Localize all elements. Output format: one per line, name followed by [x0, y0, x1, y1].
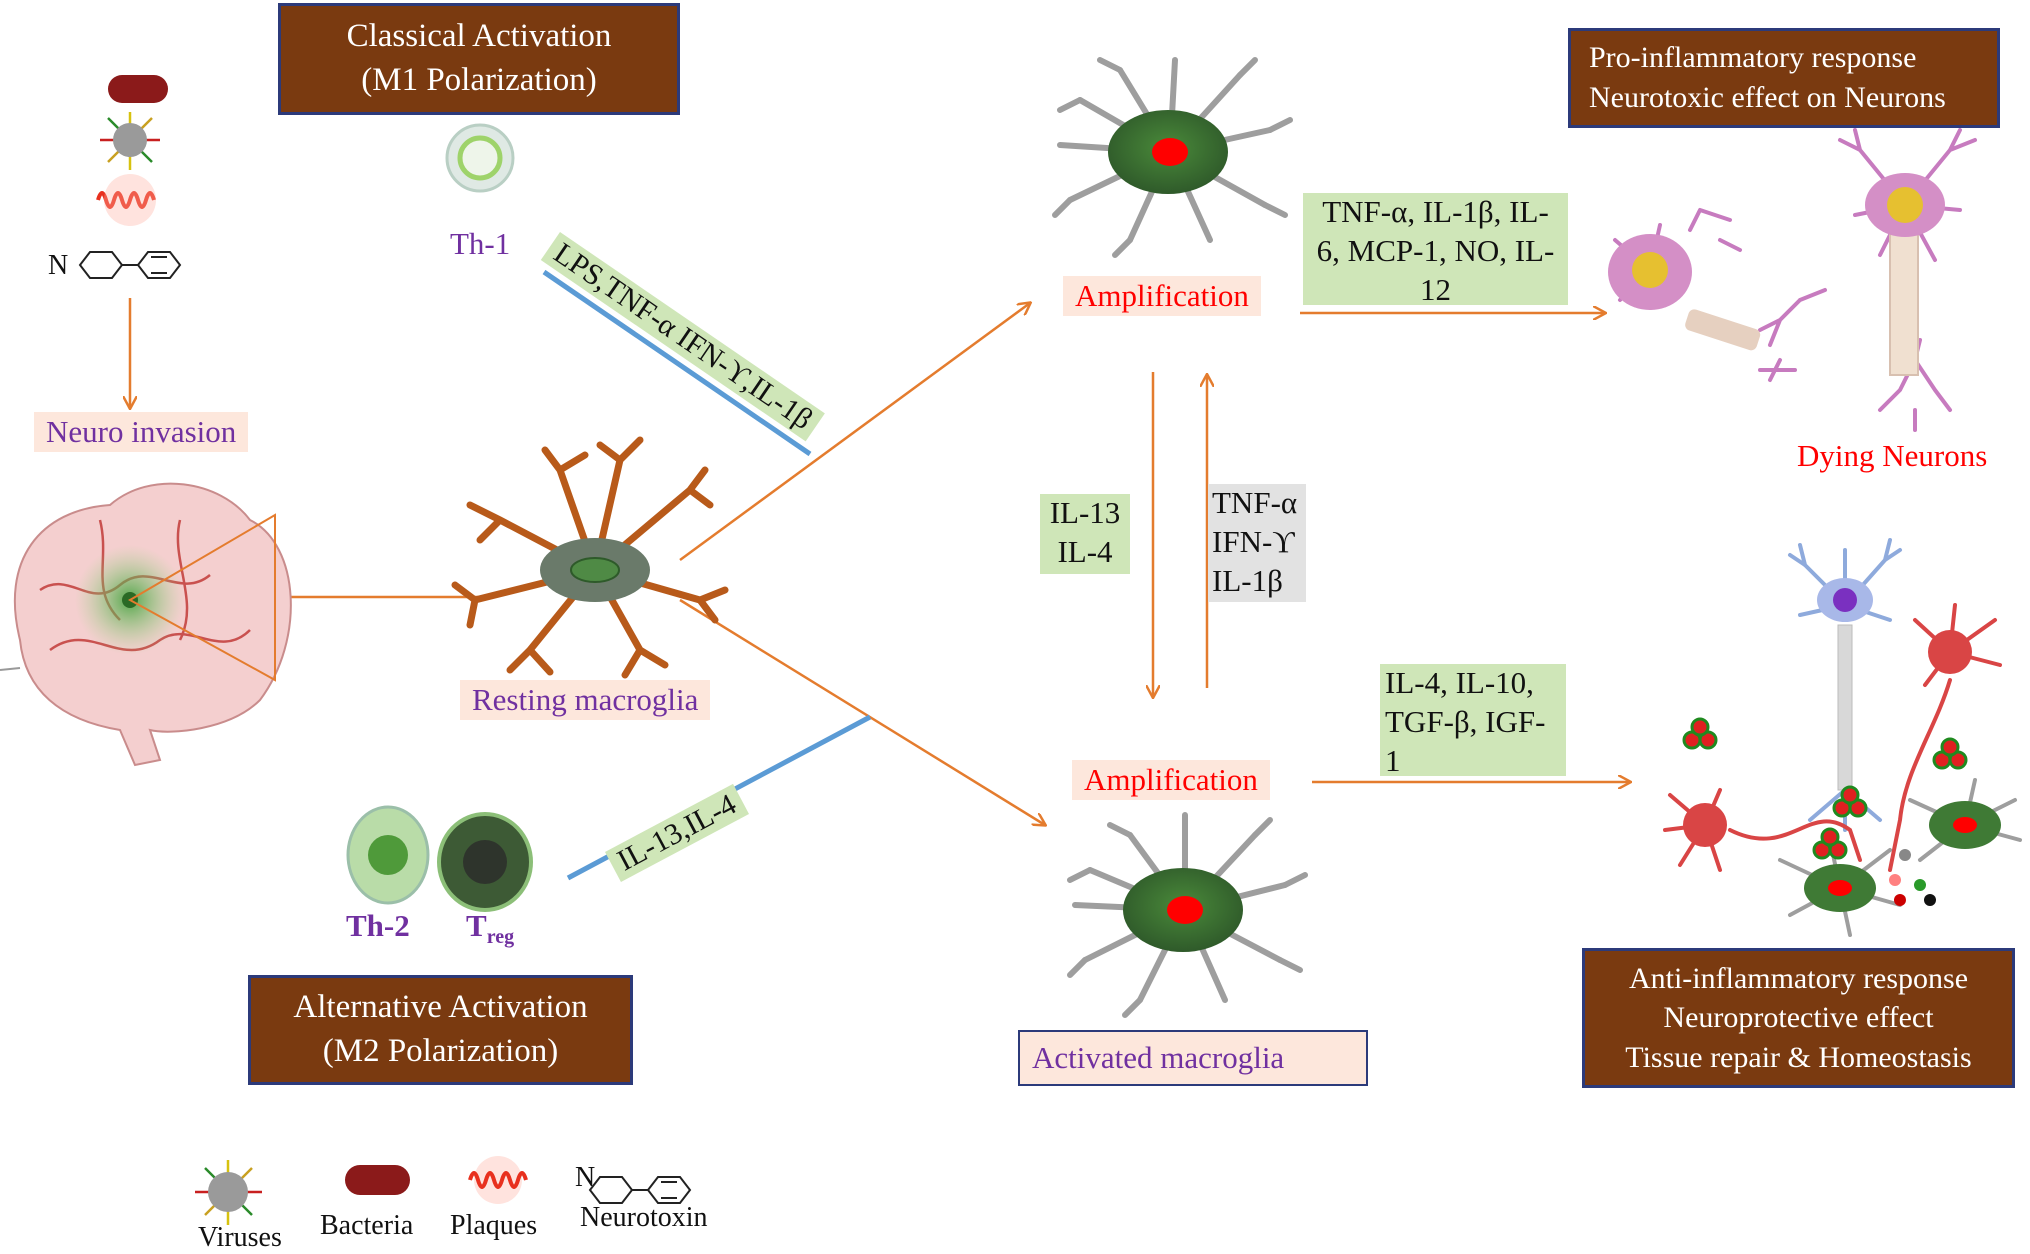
- m2-title-box: Alternative Activation (M2 Polarization): [248, 975, 633, 1085]
- treg-cell-icon: [437, 812, 533, 912]
- th2-label: Th-2: [346, 908, 410, 943]
- arrow-to-m1: [679, 303, 1030, 562]
- down-cytokines-line1: IL-13: [1049, 495, 1121, 530]
- pro-box-line2: Neurotoxic effect on Neurons: [1589, 81, 1946, 114]
- pathogen-stack-icon: [78, 75, 182, 279]
- legend-viruses-label: Viruses: [198, 1222, 282, 1253]
- virus-icon: [100, 112, 160, 170]
- up-cytokines-line1: TNF-α: [1212, 485, 1298, 520]
- legend-bacteria-label: Bacteria: [320, 1210, 414, 1241]
- m2-title-line1: Alternative Activation: [293, 989, 588, 1026]
- m1-stimulus-bar: [542, 269, 812, 457]
- th2-cell-icon: [346, 805, 430, 905]
- m1-cytokines-line3: 12: [1420, 271, 1451, 307]
- anti-inflammatory-box: Anti-inflammatory response Neuroprotecti…: [1582, 948, 2015, 1088]
- resting-macroglia-label: Resting macroglia: [460, 680, 711, 721]
- treg-label-main: T: [466, 908, 487, 943]
- legend-neurotoxin-label: Neurotoxin: [580, 1202, 708, 1233]
- m1-title-line1: Classical Activation: [346, 18, 612, 55]
- amplification-bottom-label: Amplification: [1072, 760, 1270, 801]
- arrow-to-m2: [679, 598, 1045, 825]
- flow-arrows: [130, 298, 1630, 825]
- legend-plaques-label: Plaques: [450, 1210, 538, 1241]
- down-cytokines-line2: IL-4: [1057, 533, 1113, 569]
- dying-neurons-icon: [1608, 128, 1977, 432]
- activated-macroglia-label: Activated macroglia: [1018, 1030, 1368, 1086]
- m2-cytokines-line1: IL-4, IL-10,: [1385, 665, 1534, 700]
- anti-box-line2: Neuroprotective effect: [1663, 1001, 1934, 1035]
- m1-cytokines-label: TNF-α, IL-1β, IL- 6, MCP-1, NO, IL- 12: [1303, 193, 1568, 307]
- neurotoxin-icon: [78, 251, 182, 279]
- neurotoxin-n-label: N: [48, 250, 69, 281]
- amplification-top-label: Amplification: [1063, 276, 1261, 317]
- legend-plaques-icon: [468, 1171, 528, 1189]
- treg-label: Treg: [466, 908, 514, 949]
- m2-title-line2: (M2 Polarization): [322, 1033, 559, 1069]
- m1-title-line2: (M1 Polarization): [361, 62, 597, 98]
- activated-macroglia-bottom-icon: [1067, 812, 1308, 1018]
- anti-box-line3: Tissue repair & Homeostasis: [1625, 1040, 1972, 1074]
- up-cytokines-line2: IFN-ϒ: [1212, 523, 1295, 559]
- m1-title-box: Classical Activation (M1 Polarization): [278, 3, 680, 115]
- down-cytokines-label: IL-13 IL-4: [1040, 494, 1130, 574]
- m2-cytokines-line2: TGF-β, IGF-: [1385, 703, 1546, 739]
- pro-box-line1: Pro-inflammatory response: [1589, 41, 1917, 75]
- legend-virus-icon: [195, 1160, 262, 1225]
- treg-label-sub: reg: [486, 926, 515, 949]
- activated-macroglia-top-icon: [1052, 57, 1293, 258]
- legend-neurotoxin-n-label: N: [575, 1162, 596, 1193]
- protected-neurons-icon: [1663, 538, 2022, 937]
- up-cytokines-label: TNF-α IFN-ϒ IL-1β: [1208, 484, 1306, 602]
- legend-icons: [195, 1156, 692, 1225]
- m2-cytokines-label: IL-4, IL-10, TGF-β, IGF- 1: [1380, 664, 1566, 778]
- plaques-icon: [96, 191, 156, 209]
- resting-macroglia-icon: [451, 436, 729, 679]
- m1-cytokines-line1: TNF-α, IL-1β, IL-: [1322, 194, 1549, 229]
- bacteria-icon: [108, 75, 168, 103]
- neuro-invasion-label: Neuro invasion: [34, 412, 249, 453]
- brain-icon: [0, 482, 292, 767]
- up-cytokines-line3: IL-1β: [1212, 562, 1283, 598]
- dying-neurons-label: Dying Neurons: [1797, 438, 1988, 473]
- m1-cytokines-line2: 6, MCP-1, NO, IL-: [1316, 232, 1555, 268]
- th1-cell-icon: [445, 123, 515, 193]
- dying-neuron-axon: [1889, 224, 1919, 376]
- m2-cytokines-line3: 1: [1385, 742, 1401, 778]
- legend-neurotoxin-icon: [588, 1176, 692, 1204]
- anti-box-line1: Anti-inflammatory response: [1628, 961, 1969, 995]
- th1-label: Th-1: [450, 226, 511, 261]
- legend-bacteria-icon: [345, 1165, 410, 1195]
- pro-inflammatory-box: Pro-inflammatory response Neurotoxic eff…: [1568, 28, 2000, 128]
